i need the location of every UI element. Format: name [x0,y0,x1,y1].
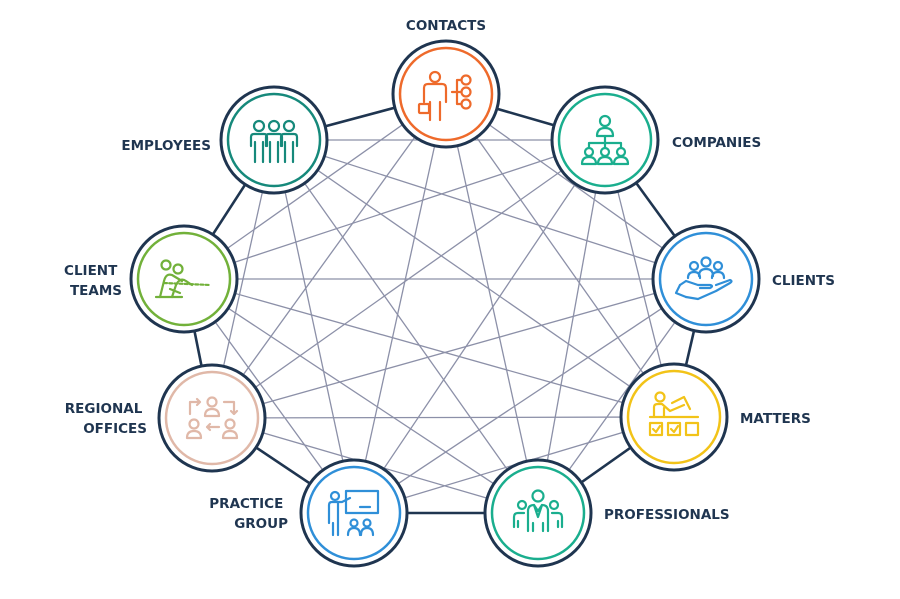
connection-professionals-employees [273,139,539,514]
person-desk-checklist-icon [648,391,700,437]
label-contacts: CONTACTS [406,18,486,34]
connection-matters-client-teams [183,278,675,418]
presentation-board-icon [327,489,380,537]
label-professionals: PROFESSIONALS [604,507,730,523]
connection-contacts-regional-offices [211,93,447,419]
node-employees [219,85,329,195]
connection-companies-practice-group [353,139,606,514]
node-clients [651,224,761,334]
connection-matters-employees [273,139,675,418]
node-regional-offices [157,363,267,473]
node-professionals [483,458,593,568]
node-contacts [391,39,501,149]
connection-contacts-matters [445,93,675,418]
connection-practice-group-employees [273,139,355,514]
connection-companies-professionals [537,139,606,514]
hand-holding-group-icon [674,256,733,301]
label-companies: COMPANIES [672,135,761,151]
connection-clients-regional-offices [211,278,707,419]
node-matters [619,362,729,472]
three-people-icon [249,119,299,164]
node-client-teams [129,224,239,334]
contacts-network-icon [417,70,472,122]
connection-professionals-client-teams [183,278,539,514]
label-regional-offices: REGIONAL OFFICES [65,401,147,437]
connection-contacts-practice-group [353,93,447,514]
label-clients: CLIENTS [772,273,835,289]
connection-clients-practice-group [353,278,707,514]
label-matters: MATTERS [740,411,811,427]
label-practice-group: PRACTICE GROUP [209,496,288,532]
node-companies [550,85,660,195]
org-chart-icon [580,114,630,166]
label-client-teams: CLIENT TEAMS [64,263,122,299]
connection-companies-client-teams [183,139,606,280]
label-employees: EMPLOYEES [121,138,211,154]
tug-of-war-icon [154,259,212,299]
connection-clients-employees [273,139,707,280]
exchange-people-icon [185,396,239,440]
connection-matters-regional-offices [211,416,675,419]
connection-contacts-professionals [445,93,539,514]
node-practice-group [299,458,409,568]
professionals-group-icon [512,489,564,533]
